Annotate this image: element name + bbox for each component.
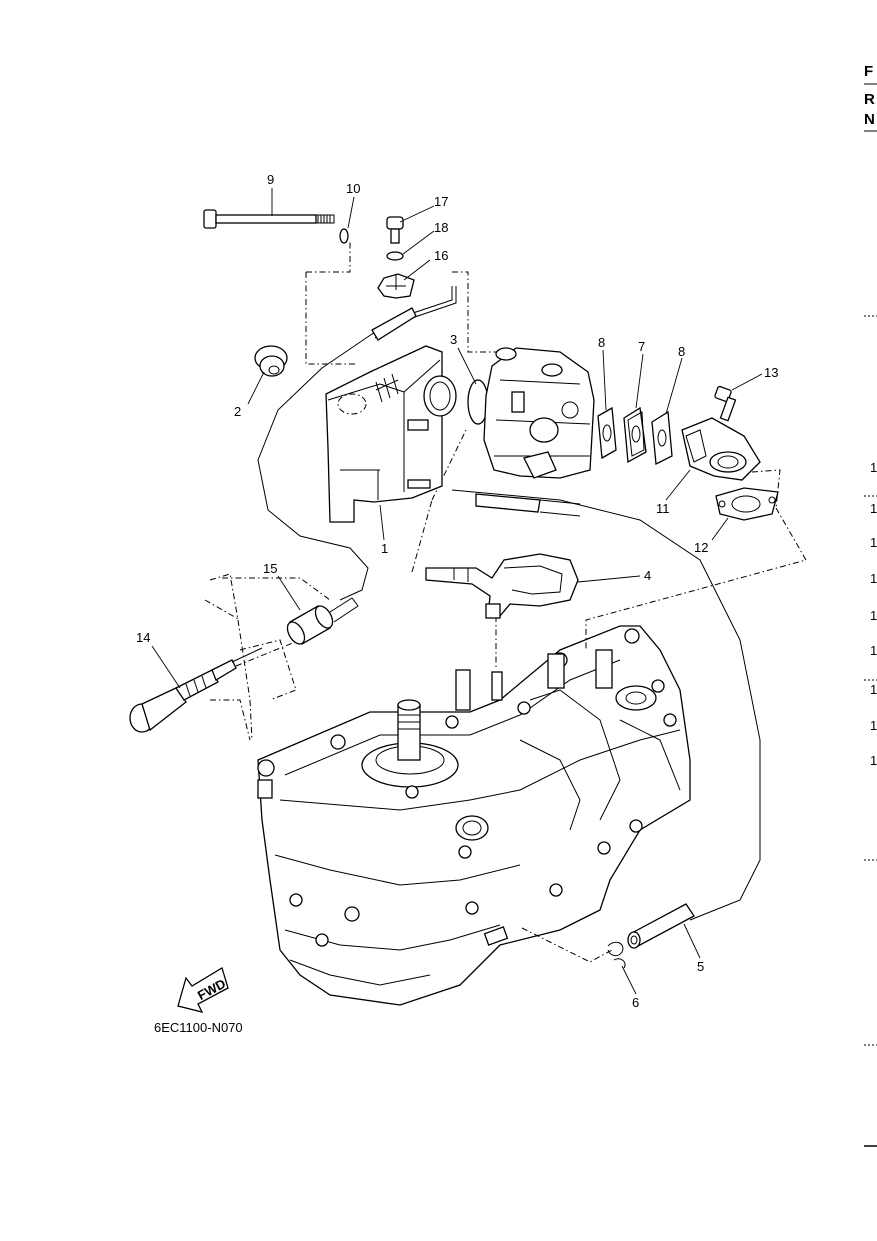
edge-number: 1 [870, 501, 877, 516]
part-18-washer [386, 251, 404, 261]
part-2-grommet [254, 345, 288, 377]
part-16-bracket [377, 273, 415, 299]
edge-number: 1 [870, 608, 877, 623]
part-11-intake-manifold [681, 417, 761, 481]
part-8-gasket [651, 410, 673, 466]
edge-letter-f: F [864, 63, 873, 80]
part-8-gasket [597, 406, 617, 460]
callout-4: 4 [644, 568, 651, 583]
edge-number: 1 [870, 753, 877, 768]
callout-11: 11 [656, 501, 670, 516]
engine-crankcase-drawing [257, 625, 691, 1006]
callout-3: 3 [450, 332, 457, 347]
callout-18: 18 [434, 220, 448, 235]
lower-cowling-outline [204, 573, 331, 741]
part-13-bolt [714, 385, 737, 422]
fwd-label: FWD [195, 976, 228, 1003]
edge-number: 1 [870, 571, 877, 586]
fwd-arrow-icon: FWD [177, 967, 229, 1013]
edge-number: 1 [870, 460, 877, 475]
part-1-intake-silencer [325, 345, 457, 523]
callout-6: 6 [632, 995, 639, 1010]
callout-8: 8 [598, 335, 605, 350]
callout-5: 5 [697, 959, 704, 974]
part-9-bolt [203, 209, 335, 229]
callout-labels: 9 10 17 18 16 3 8 7 8 13 2 1 11 12 4 15 … [136, 172, 778, 1010]
part-5-fuel-hose [627, 903, 695, 949]
edge-number: 1 [870, 718, 877, 733]
edge-letter-n: N [864, 111, 875, 128]
part-15-sleeve [286, 597, 359, 645]
edge-letter-r: R [864, 91, 875, 108]
edge-number: 1 [870, 682, 877, 697]
part-4-fuel-hose [425, 553, 579, 619]
edge-number: 1 [870, 535, 877, 550]
callout-9: 9 [267, 172, 274, 187]
assembly-guide-lines [235, 240, 807, 963]
part-10-washer [339, 228, 349, 244]
part-7-insulator [623, 406, 647, 464]
callout-12: 12 [694, 540, 708, 555]
callout-8: 8 [678, 344, 685, 359]
callout-2: 2 [234, 404, 241, 419]
carburetor-drawing [483, 347, 595, 479]
fuel-pipe-segment [475, 493, 581, 517]
control-cable [257, 286, 761, 921]
callout-7: 7 [638, 339, 645, 354]
part-12-gasket [715, 487, 779, 521]
callout-14: 14 [136, 630, 150, 645]
callout-leader-lines [151, 188, 763, 995]
right-edge-column: F R N 1 1 1 1 1 1 1 1 1 [864, 63, 877, 1147]
edge-number: 1 [870, 643, 877, 658]
part-17-bolt [386, 216, 404, 244]
callout-1: 1 [381, 541, 388, 556]
part-14-choke-knob [129, 647, 263, 733]
callout-17: 17 [434, 194, 448, 209]
callout-10: 10 [346, 181, 360, 196]
callout-16: 16 [434, 248, 448, 263]
callout-13: 13 [764, 365, 778, 380]
part-6-clip [607, 941, 626, 969]
figure-code: 6EC1100-N070 [154, 1020, 243, 1035]
callout-15: 15 [263, 561, 277, 576]
